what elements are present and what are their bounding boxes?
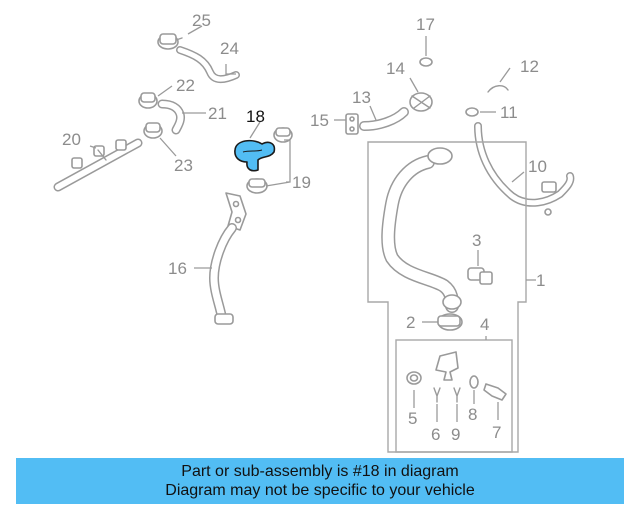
- callout-9: 9: [451, 425, 460, 444]
- part-25-clamp[interactable]: [157, 33, 183, 50]
- callout-8: 8: [468, 405, 477, 424]
- part-19-clamp[interactable]: [246, 127, 293, 194]
- banner-line-1: Part or sub-assembly is #18 in diagram: [181, 463, 459, 480]
- part-5-o-ring[interactable]: [406, 371, 422, 385]
- part-7-sensor[interactable]: [483, 383, 507, 401]
- info-banner: Part or sub-assembly is #18 in diagram D…: [16, 458, 624, 504]
- part-15-flange[interactable]: [345, 113, 359, 135]
- part-4-sub-assembly-box[interactable]: [395, 339, 513, 453]
- part-12-clip[interactable]: [487, 85, 509, 93]
- parts-diagram: 25 24 22 21 20 23 18 19 16 17 14 13 15 1…: [53, 11, 575, 453]
- callout-22: 22: [176, 76, 195, 95]
- callout-17: 17: [416, 15, 435, 34]
- callout-3: 3: [472, 231, 481, 250]
- part-8-o-ring[interactable]: [469, 375, 479, 389]
- part-24-hose[interactable]: [176, 46, 240, 84]
- callout-5: 5: [408, 409, 417, 428]
- part-9-clip[interactable]: [453, 387, 461, 403]
- callout-23: 23: [174, 156, 193, 175]
- part-14-cap[interactable]: [409, 92, 433, 112]
- callout-24: 24: [220, 39, 239, 58]
- callout-16: 16: [168, 259, 187, 278]
- callout-14: 14: [386, 59, 405, 78]
- part-18-hose-highlighted[interactable]: [234, 139, 276, 172]
- part-2-clamp[interactable]: [437, 313, 463, 331]
- callout-18-highlighted: 18: [246, 107, 265, 126]
- part-3-clamp[interactable]: [467, 267, 493, 285]
- leader-lines: [89, 25, 536, 422]
- part-22-clamp[interactable]: [138, 92, 158, 109]
- part-1-hose[interactable]: [381, 147, 462, 313]
- part-21-hose[interactable]: [157, 99, 185, 135]
- part-16-hose[interactable]: [209, 192, 247, 325]
- part-13-hose[interactable]: [359, 107, 409, 131]
- callout-labels: 25 24 22 21 20 23 18 19 16 17 14 13 15 1…: [62, 11, 547, 444]
- callout-21: 21: [208, 104, 227, 123]
- part-17-o-ring[interactable]: [419, 57, 433, 67]
- callout-25: 25: [192, 11, 211, 30]
- part-23-clamp[interactable]: [143, 122, 163, 139]
- callout-2: 2: [406, 313, 415, 332]
- callout-7: 7: [492, 423, 501, 442]
- callout-19: 19: [292, 173, 311, 192]
- part-10-pipe[interactable]: [474, 122, 575, 216]
- part-6-clip[interactable]: [433, 387, 441, 403]
- callout-20: 20: [62, 130, 81, 149]
- banner-line-2: Diagram may not be specific to your vehi…: [165, 482, 475, 499]
- callout-10: 10: [528, 157, 547, 176]
- callout-1: 1: [536, 271, 545, 290]
- part-1-assembly-outline[interactable]: [367, 141, 527, 453]
- callout-4: 4: [480, 315, 489, 334]
- callout-11: 11: [500, 103, 518, 122]
- part-11-seal[interactable]: [465, 107, 479, 117]
- callout-13: 13: [352, 88, 371, 107]
- callout-15: 15: [310, 111, 329, 130]
- callout-12: 12: [520, 57, 539, 76]
- part-20-pipe[interactable]: [53, 138, 143, 192]
- callout-6: 6: [431, 425, 440, 444]
